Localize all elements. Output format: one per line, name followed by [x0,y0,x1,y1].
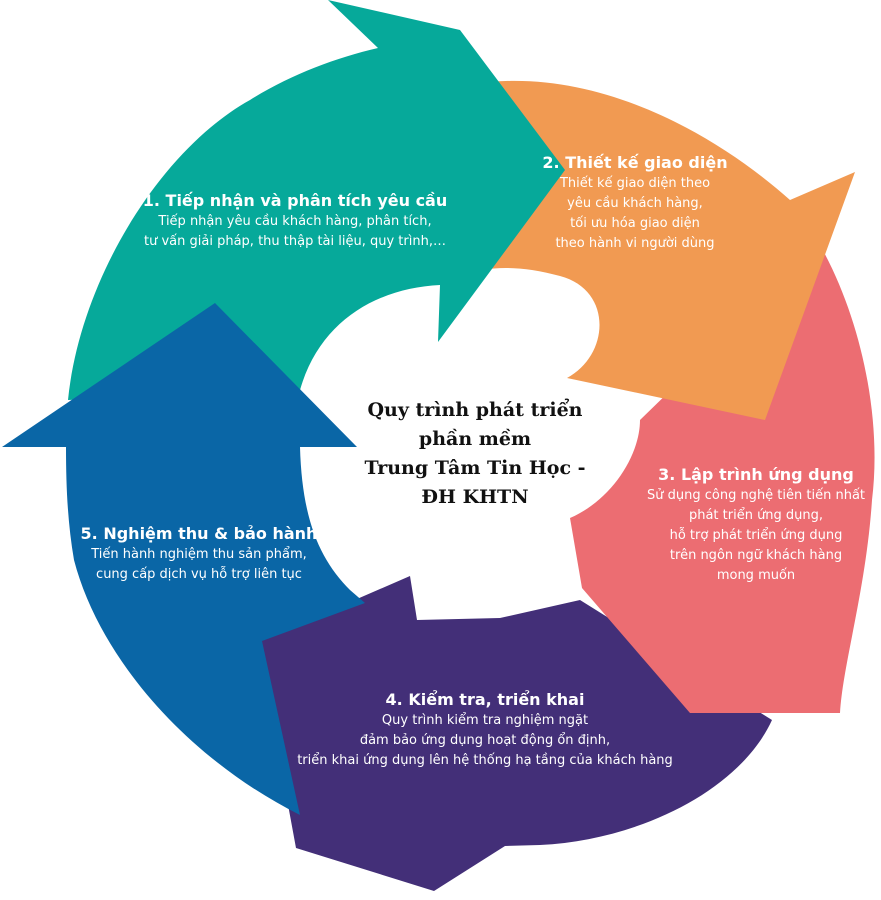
step-4-title: 4. Kiểm tra, triển khai [385,690,585,709]
center-title-line: Quy trình phát triển [367,399,583,421]
step-5-title: 5. Nghiệm thu & bảo hành [80,524,318,543]
step-5-desc-line: Tiến hành nghiệm thu sản phẩm, [91,547,307,562]
step-1-desc-line: tư vấn giải pháp, thu thập tài liệu, quy… [144,234,446,249]
step-3-desc-line: mong muốn [716,568,796,583]
step-1-arrow [68,0,565,400]
step-3-desc-line: phát triển ứng dụng, [688,508,824,523]
step-4-desc-line: triển khai ứng dụng lên hệ thống hạ tầng… [297,753,673,768]
step-2-title: 2. Thiết kế giao diện [542,153,728,172]
step-1-text: 1. Tiếp nhận và phân tích yêu cầu Tiếp n… [115,190,475,252]
step-5-desc-line: cung cấp dịch vụ hỗ trợ liên tục [96,567,302,582]
center-title-line: phần mềm [418,428,532,450]
step-2-desc-line: yêu cầu khách hàng, [567,196,703,211]
step-1-desc-line: Tiếp nhận yêu cầu khách hàng, phân tích, [158,214,432,229]
step-4-desc-line: Quy trình kiểm tra nghiệm ngặt [381,713,589,728]
step-2-text: 2. Thiết kế giao diện Thiết kế giao diện… [520,152,750,254]
step-3-desc-line: hỗ trợ phát triển ứng dụng [669,528,843,543]
step-2-desc-line: tối ưu hóa giao diện [570,216,700,231]
step-1-title: 1. Tiếp nhận và phân tích yêu cầu [142,191,448,210]
step-3-text: 3. Lập trình ứng dụng Sử dụng công nghệ … [636,464,876,586]
step-2-desc-line: theo hành vi người dùng [555,236,715,251]
center-title: Quy trình phát triển phần mềm Trung Tâm … [330,396,620,512]
step-5-text: 5. Nghiệm thu & bảo hành Tiến hành nghiệ… [74,523,324,585]
step-3-arrow [570,245,875,713]
center-title-line: ĐH KHTN [421,486,529,508]
step-2-desc-line: Thiết kế giao diện theo [559,176,711,191]
step-3-title: 3. Lập trình ứng dụng [658,465,854,484]
step-5-arrow [2,303,365,815]
step-3-desc-line: trên ngôn ngữ khách hàng [669,548,843,563]
center-title-line: Trung Tâm Tin Học - [364,457,586,479]
step-3-desc-line: Sử dụng công nghệ tiên tiến nhất [646,488,866,503]
step-4-text: 4. Kiểm tra, triển khai Quy trình kiểm t… [270,689,700,771]
step-4-desc-line: đảm bảo ứng dụng hoạt động ổn định, [359,733,611,748]
